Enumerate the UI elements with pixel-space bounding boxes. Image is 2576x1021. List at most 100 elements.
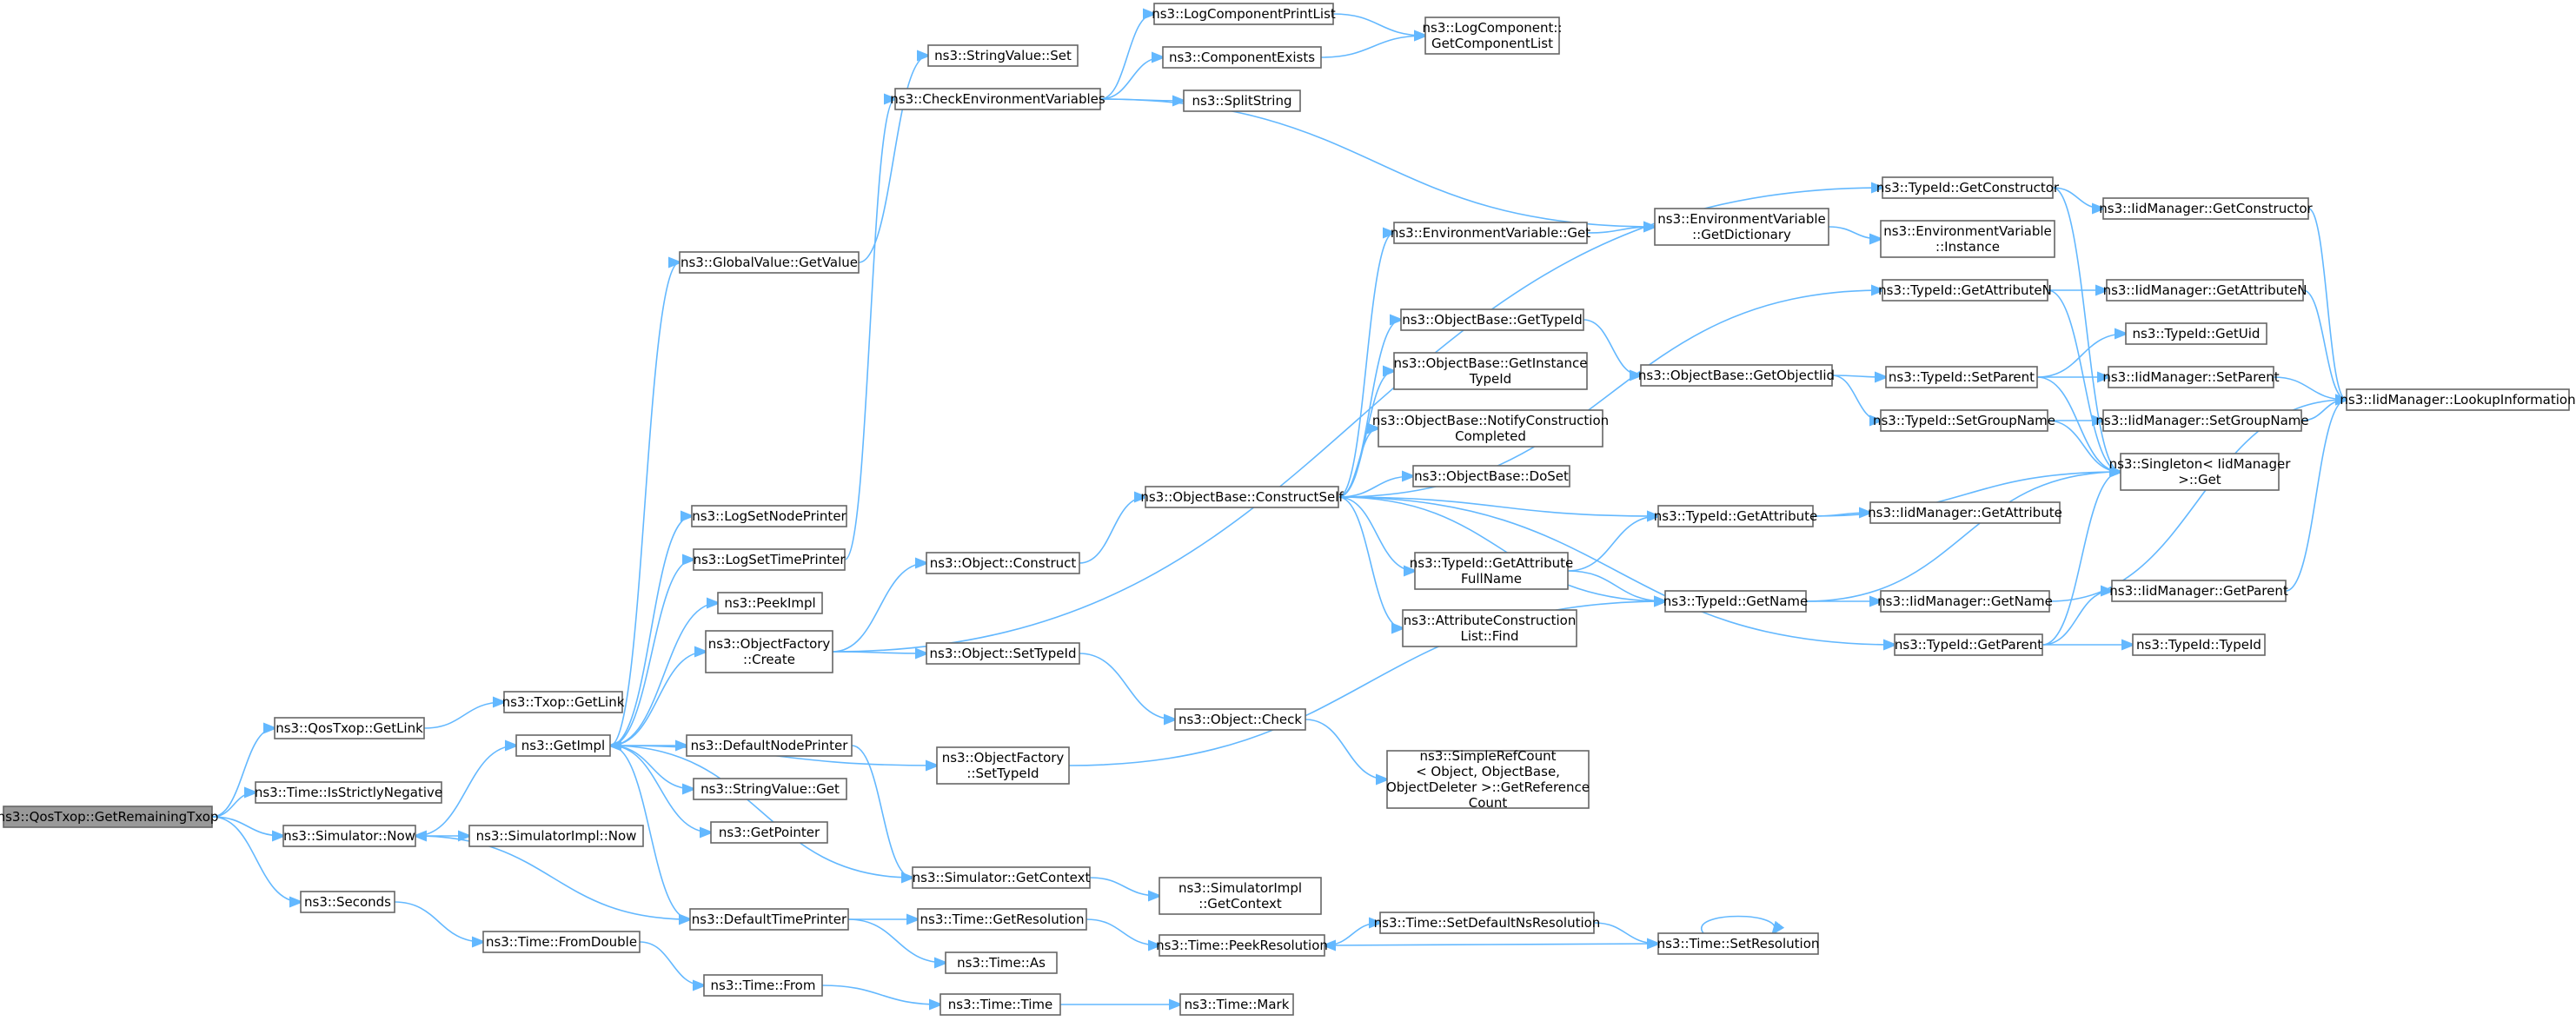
node-box [1882, 279, 2048, 302]
nodes-layer: ns3::QosTxop::GetRemainingTxop ns3::QosTx… [0, 3, 2576, 1016]
node-singleton-get[interactable]: ns3::Singleton< IidManager>::Get [2109, 453, 2292, 491]
node-time-time[interactable]: ns3::Time::Time [939, 993, 1061, 1016]
node-label: ns3::TypeId::GetAttribute [1410, 555, 1573, 571]
node-objfactory-create[interactable]: ns3::ObjectFactory::Create [705, 630, 833, 673]
node-getimpl[interactable]: ns3::GetImpl [515, 734, 611, 757]
node-time-mark[interactable]: ns3::Time::Mark [1179, 993, 1294, 1016]
node-logcompprintlist[interactable]: ns3::LogComponentPrintList [1152, 3, 1336, 25]
edge-getimpl-to-gv-getvalue [609, 262, 680, 746]
node-sim-now[interactable]: ns3::Simulator::Now [282, 825, 416, 847]
node-time-peekresolution[interactable]: ns3::Time::PeekResolution [1156, 934, 1328, 957]
node-splitstring[interactable]: ns3::SplitString [1183, 90, 1301, 112]
node-compexists[interactable]: ns3::ComponentExists [1162, 46, 1322, 69]
edge-sim-now-to-getimpl [415, 746, 516, 837]
node-label: ns3::DefaultNodePrinter [691, 738, 849, 753]
node-objfactory-settypeid[interactable]: ns3::ObjectFactory::SetTypeId [936, 746, 1070, 785]
node-simimpl-getcontext[interactable]: ns3::SimulatorImpl::GetContext [1159, 877, 1322, 915]
node-label: ns3::SplitString [1192, 93, 1292, 109]
edge-objbase-constructself-to-objbase-notifyconstruction [1338, 428, 1378, 498]
node-objbase-gettypeid[interactable]: ns3::ObjectBase::GetTypeId [1400, 308, 1584, 331]
node-label: ns3::Object::Check [1178, 712, 1302, 727]
node-stringvalue-set[interactable]: ns3::StringValue::Set [927, 44, 1079, 67]
node-envvar-getdictionary[interactable]: ns3::EnvironmentVariable::GetDictionary [1654, 208, 1829, 246]
node-time-isstrictlyneg[interactable]: ns3::Time::IsStrictlyNegative [255, 781, 442, 804]
edge-typeid-getattributen-to-singleton-get [2047, 289, 2121, 472]
node-label: ns3::TypeId::GetAttributeN [1878, 282, 2052, 298]
node-label: ns3::LogComponentPrintList [1152, 6, 1336, 22]
node-sim-getcontext[interactable]: ns3::Simulator::GetContext [912, 866, 1091, 889]
node-label: ns3::ObjectFactory [708, 636, 831, 652]
node-objbase-doset[interactable]: ns3::ObjectBase::DoSet [1412, 465, 1570, 487]
node-iidm-setgroupname[interactable]: ns3::IidManager::SetGroupName [2095, 409, 2309, 432]
node-logcomp-getlist[interactable]: ns3::LogComponent::GetComponentList [1423, 17, 1563, 55]
node-iidm-getname[interactable]: ns3::IidManager::GetName [1877, 590, 2053, 613]
node-label: ns3::TypeId::GetConstructor [1876, 180, 2060, 196]
node-iidm-getparent[interactable]: ns3::IidManager::GetParent [2109, 580, 2288, 602]
node-envvar-get[interactable]: ns3::EnvironmentVariable::Get [1391, 222, 1590, 244]
node-iidm-setparent[interactable]: ns3::IidManager::SetParent [2102, 366, 2280, 388]
node-envvar-instance[interactable]: ns3::EnvironmentVariable::Instance [1880, 220, 2055, 258]
node-objbase-constructself[interactable]: ns3::ObjectBase::ConstructSelf [1140, 486, 1344, 508]
node-box [2106, 279, 2304, 302]
node-obj-check[interactable]: ns3::Object::Check [1174, 708, 1306, 731]
node-box [300, 891, 395, 913]
edge-getimpl-to-logsettimeprinter [609, 560, 694, 746]
node-box [1400, 308, 1584, 331]
node-logsetnodeprinter[interactable]: ns3::LogSetNodePrinter [691, 505, 847, 527]
node-box [503, 691, 623, 713]
node-time-from[interactable]: ns3::Time::From [703, 974, 823, 997]
node-time-as[interactable]: ns3::Time::As [945, 951, 1058, 974]
node-typeid-setparent[interactable]: ns3::TypeId::SetParent [1885, 366, 2038, 388]
node-obj-settypeid[interactable]: ns3::Object::SetTypeId [926, 642, 1080, 665]
node-defaulttimeprinter[interactable]: ns3::DefaultTimePrinter [689, 908, 849, 931]
node-root[interactable]: ns3::QosTxop::GetRemainingTxop [0, 806, 218, 828]
node-logsettimeprinter[interactable]: ns3::LogSetTimePrinter [693, 548, 846, 571]
node-checkenv[interactable]: ns3::CheckEnvironmentVariables [890, 88, 1105, 110]
node-obj-construct[interactable]: ns3::Object::Construct [926, 552, 1080, 574]
node-iidm-getattribute[interactable]: ns3::IidManager::GetAttribute [1868, 501, 2062, 524]
node-label: ns3::ComponentExists [1169, 50, 1315, 65]
node-typeid-setgroupname[interactable]: ns3::TypeId::SetGroupName [1873, 409, 2055, 432]
node-objbase-getobjectiid[interactable]: ns3::ObjectBase::GetObjectIid [1638, 364, 1835, 387]
edge-typeid-setparent-to-typeid-getuid [2036, 334, 2126, 378]
node-box [1378, 409, 1603, 448]
node-simplerefcount[interactable]: ns3::SimpleRefCount< Object, ObjectBase,… [1386, 748, 1590, 811]
node-typeid-getname[interactable]: ns3::TypeId::GetName [1663, 590, 1808, 613]
node-typeid-typeid[interactable]: ns3::TypeId::TypeId [2132, 633, 2266, 656]
node-simimpl-now[interactable]: ns3::SimulatorImpl::Now [468, 825, 644, 847]
node-iidm-getconstructor[interactable]: ns3::IidManager::GetConstructor [2099, 197, 2314, 220]
node-box [274, 717, 425, 739]
edge-iidm-getattributen-to-iidm-lookupinformation [2302, 289, 2347, 400]
node-iidm-lookupinformation[interactable]: ns3::IidManager::LookupInformation [2340, 388, 2576, 411]
node-iidm-getattributen[interactable]: ns3::IidManager::GetAttributeN [2103, 279, 2307, 302]
node-gv-getvalue[interactable]: ns3::GlobalValue::GetValue [679, 251, 860, 274]
node-getpointer[interactable]: ns3::GetPointer [710, 821, 828, 844]
node-stringvalue-get[interactable]: ns3::StringValue::Get [693, 778, 847, 800]
node-typeid-getconstructor[interactable]: ns3::TypeId::GetConstructor [1876, 176, 2060, 199]
node-defaultnodeprinter[interactable]: ns3::DefaultNodePrinter [686, 734, 853, 757]
node-time-setdefaultnsres[interactable]: ns3::Time::SetDefaultNsResolution [1374, 912, 1601, 934]
node-peekimpl[interactable]: ns3::PeekImpl [717, 592, 823, 614]
node-typeid-getuid[interactable]: ns3::TypeId::GetUid [2125, 322, 2267, 345]
edge-objbase-getobjectiid-to-typeid-setgroupname [1831, 375, 1881, 421]
node-seconds[interactable]: ns3::Seconds [300, 891, 395, 913]
node-box [1657, 505, 1814, 527]
node-time-fromdouble[interactable]: ns3::Time::FromDouble [482, 931, 641, 953]
edge-obj-construct-to-objbase-constructself [1079, 497, 1145, 564]
node-txop-getlink[interactable]: ns3::Txop::GetLink [502, 691, 625, 713]
node-qos-getlink[interactable]: ns3::QosTxop::GetLink [274, 717, 425, 739]
edge-objbase-constructself-to-envvar-get [1338, 233, 1394, 498]
edge-iidm-getconstructor-to-iidm-lookupinformation [2307, 208, 2347, 400]
node-typeid-getattributen[interactable]: ns3::TypeId::GetAttributeN [1878, 279, 2052, 302]
node-objbase-notifyconstruction[interactable]: ns3::ObjectBase::NotifyConstructionCompl… [1372, 409, 1609, 448]
node-time-setresolution[interactable]: ns3::Time::SetResolution [1657, 932, 1820, 955]
node-typeid-getparent[interactable]: ns3::TypeId::GetParent [1894, 633, 2043, 656]
node-typeid-getattribute[interactable]: ns3::TypeId::GetAttribute [1654, 505, 1817, 527]
node-label: ns3::AttributeConstruction [1404, 613, 1577, 628]
node-label: ns3::ObjectBase::GetInstance [1394, 355, 1588, 371]
node-time-getresolution[interactable]: ns3::Time::GetResolution [917, 908, 1087, 931]
edge-defaultnodeprinter-to-sim-getcontext [851, 745, 913, 878]
